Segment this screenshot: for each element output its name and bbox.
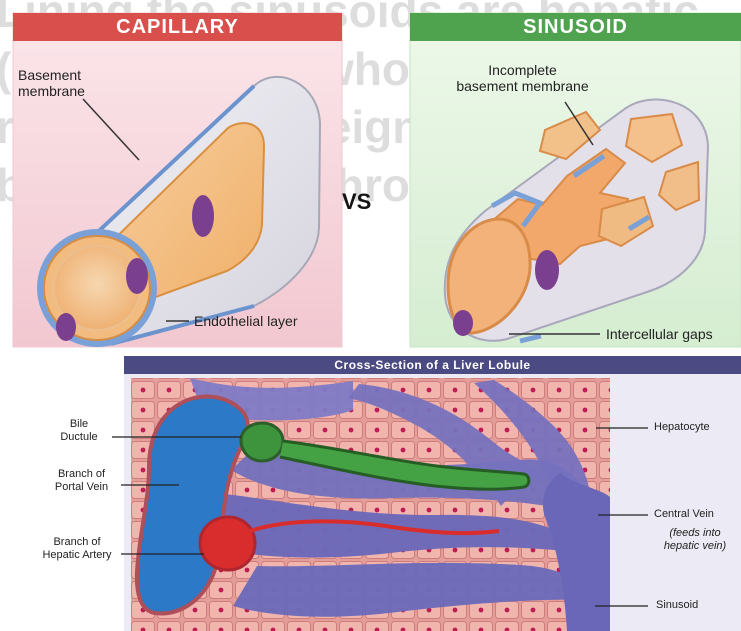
endothelial-layer-label: Endothelial layer <box>194 313 354 329</box>
capillary-title: CAPILLARY <box>13 13 342 41</box>
sinusoid-nucleus <box>453 310 473 336</box>
bile-ductule-head <box>241 423 283 461</box>
lobule-structures <box>131 377 610 631</box>
capillary-nucleus <box>192 195 214 237</box>
lobule-title: Cross-Section of a Liver Lobule <box>124 356 741 374</box>
bile-ductule-label: Bile Ductule <box>44 418 114 444</box>
hepatic-artery-label: Branch of Hepatic Artery <box>32 536 122 562</box>
sinusoid-nucleus <box>535 250 559 290</box>
incomplete-basement-membrane-label: Incomplete basement membrane <box>440 62 605 94</box>
intercellular-gaps-label: Intercellular gaps <box>606 326 741 342</box>
sinusoid-label: Sinusoid <box>656 599 736 612</box>
sinusoid-title: SINUSOID <box>410 13 741 41</box>
portal-vein-label: Branch of Portal Vein <box>42 468 121 494</box>
hepatocyte-label: Hepatocyte <box>654 421 738 434</box>
central-vein-note: (feeds into hepatic vein) <box>653 527 737 553</box>
central-vein-label: Central Vein <box>654 508 738 521</box>
basement-membrane-label: Basement membrane <box>18 67 123 99</box>
capillary-nucleus <box>126 258 148 294</box>
hepatic-artery <box>200 517 255 570</box>
vs-label: VS <box>342 189 371 215</box>
capillary-nucleus <box>56 313 76 341</box>
